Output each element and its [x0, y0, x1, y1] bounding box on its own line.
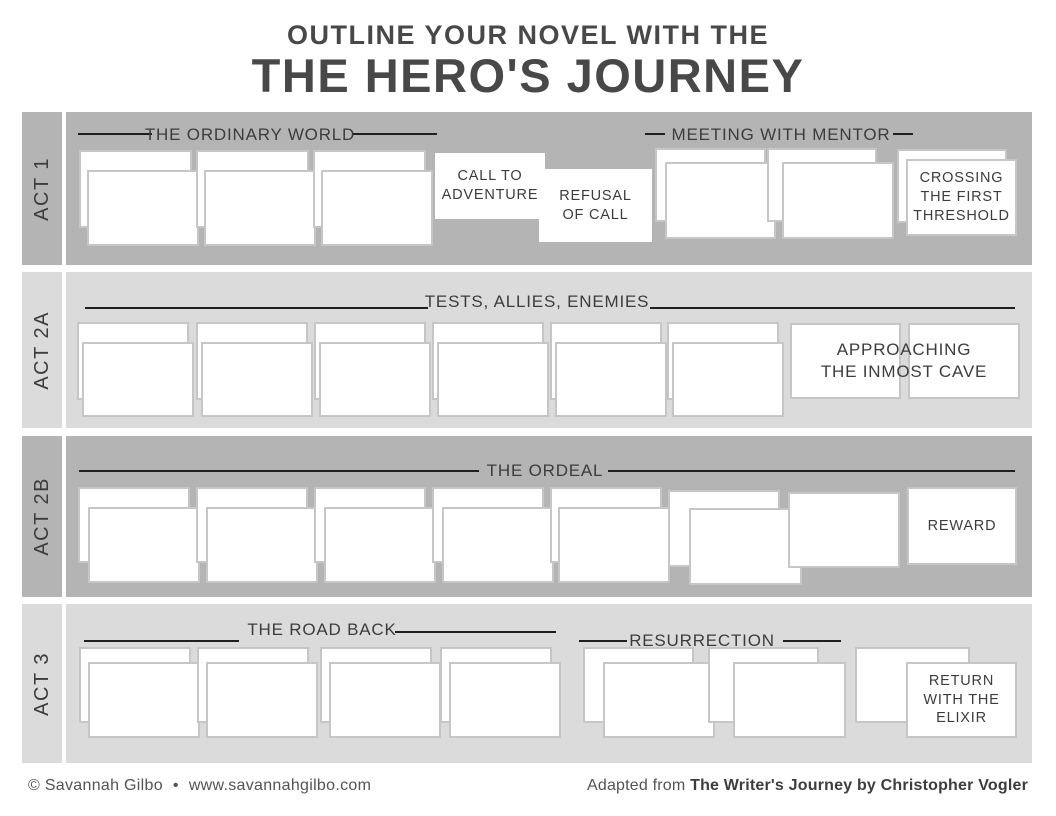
- scene-card-front: [206, 507, 318, 583]
- scene-card-front: [733, 662, 846, 738]
- act2b-band: THE ORDEAL REWARD: [66, 436, 1032, 597]
- milestone-return-elixir: RETURN WITH THE ELIXIR: [906, 662, 1017, 738]
- milestone-crossing-threshold: CROSSING THE FIRST THRESHOLD: [906, 159, 1017, 236]
- section-header-ordinary-world: THE ORDINARY WORLD: [144, 125, 356, 144]
- milestone-approaching-inmost-cave: APPROACHING THE INMOST CAVE: [820, 339, 988, 381]
- worksheet-subtitle: OUTLINE YOUR NOVEL WITH THE: [286, 20, 770, 50]
- act3-label: ACT 3: [30, 651, 53, 716]
- header-rule: [645, 133, 665, 135]
- section-header-meeting-mentor: MEETING WITH MENTOR: [671, 125, 891, 144]
- milestone-box: [790, 323, 901, 399]
- section-header-tests-allies-enemies: TESTS, ALLIES, ENEMIES: [424, 292, 650, 311]
- section-header-road-back: THE ROAD BACK: [247, 620, 397, 639]
- scene-card-front: [88, 507, 200, 583]
- scene-card-front: [442, 507, 554, 583]
- milestone-refusal-of-call: REFUSAL OF CALL: [539, 169, 652, 242]
- act2a-tab: ACT 2A: [22, 272, 62, 428]
- act3-tab: ACT 3: [22, 604, 62, 763]
- adapted-prefix: Adapted from: [586, 777, 686, 794]
- header-rule: [783, 640, 841, 642]
- scene-card-front: [321, 170, 433, 246]
- header-rule: [650, 307, 1015, 309]
- header-rule: [893, 133, 913, 135]
- scene-card-front: [319, 342, 431, 417]
- header-rule: [395, 631, 556, 633]
- header-rule: [85, 307, 428, 309]
- act3-band: THE ROAD BACK RESURRECTION RETURN: [66, 604, 1032, 763]
- milestone-reward: REWARD: [907, 487, 1017, 565]
- act2a-band: TESTS, ALLIES, ENEMIES APPROACHING THE I…: [66, 272, 1032, 428]
- section-header-resurrection: RESURRECTION: [629, 631, 775, 650]
- act2a-row: ACT 2A TESTS, ALLIES, ENEMIES APPR: [0, 272, 1056, 428]
- separator-dot: •: [172, 777, 179, 794]
- act1-tab: ACT 1: [22, 112, 62, 265]
- act2b-row: ACT 2B THE ORDEAL REWARD: [0, 436, 1056, 597]
- section-header-the-ordeal: THE ORDEAL: [486, 461, 604, 480]
- act1-row: ACT 1 THE ORDINARY WORLD MEETING WITH ME…: [0, 112, 1056, 265]
- scene-card-front: [449, 662, 561, 738]
- scene-card-front: [329, 662, 441, 738]
- scene-card-front: [665, 162, 776, 239]
- header-rule: [353, 133, 437, 135]
- header-rule: [78, 133, 152, 135]
- scene-card-front: [88, 662, 200, 738]
- copyright-text: © Savannah Gilbo: [28, 777, 163, 794]
- scene-card-front: [672, 342, 784, 417]
- act2b-label: ACT 2B: [30, 477, 53, 556]
- worksheet-title: THE HERO'S JOURNEY: [251, 49, 805, 102]
- header-rule: [608, 470, 1015, 472]
- scene-card-front: [204, 170, 316, 246]
- website-text: www.savannahgilbo.com: [188, 777, 372, 794]
- scene-card-front: [782, 162, 894, 239]
- scene-card-front: [689, 508, 802, 585]
- scene-card-front: [324, 507, 436, 583]
- scene-card-front: [82, 342, 194, 417]
- header-rule: [84, 640, 239, 642]
- milestone-call-to-adventure: CALL TO ADVENTURE: [435, 153, 545, 219]
- act1-band: THE ORDINARY WORLD MEETING WITH MENTOR C…: [66, 112, 1032, 265]
- header-rule: [79, 470, 479, 472]
- act2a-label: ACT 2A: [30, 310, 53, 390]
- act2b-tab: ACT 2B: [22, 436, 62, 597]
- scene-card: [788, 492, 900, 568]
- footer-attribution: Adapted from The Writer's Journey by Chr…: [587, 777, 1028, 795]
- scene-card-front: [201, 342, 313, 417]
- scene-card-front: [437, 342, 549, 417]
- scene-card-front: [87, 170, 199, 246]
- act3-row: ACT 3 THE ROAD BACK RESURRECTION: [0, 604, 1056, 763]
- footer-credit-line: © Savannah Gilbo • www.savannahgilbo.com: [28, 777, 371, 795]
- scene-card-front: [555, 342, 667, 417]
- adapted-source: The Writer's Journey by Christopher Vogl…: [690, 777, 1028, 794]
- act1-label: ACT 1: [30, 156, 53, 221]
- header-rule: [579, 640, 627, 642]
- scene-card-front: [206, 662, 318, 738]
- scene-card-front: [603, 662, 715, 738]
- milestone-box: [908, 323, 1020, 399]
- scene-card-front: [558, 507, 670, 583]
